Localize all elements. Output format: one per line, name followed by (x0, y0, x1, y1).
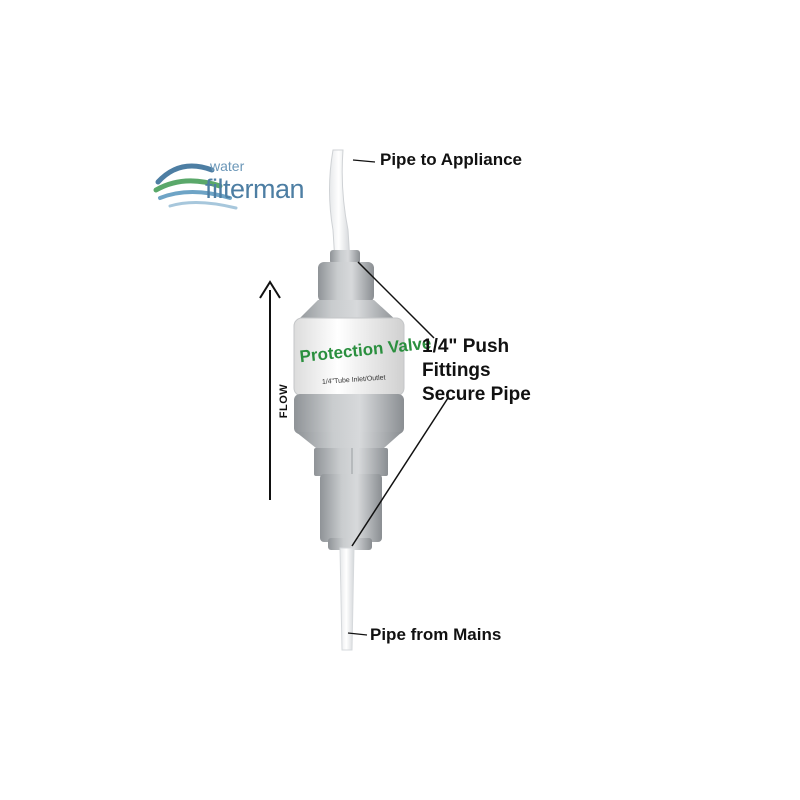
pipe-from-mains-label: Pipe from Mains (370, 625, 502, 644)
pipe-to-appliance (329, 149, 351, 263)
water-filterman-logo: water filterman (150, 148, 330, 218)
upper-collet (330, 250, 360, 264)
push-fittings-line-2: Fittings (422, 360, 491, 381)
lower-collet (328, 538, 372, 550)
leader-line-upper-fitting (357, 261, 435, 339)
push-fittings-line-3: Secure Pipe (422, 384, 531, 405)
lower-shoulder (296, 432, 402, 448)
flow-arrow-head (259, 280, 281, 299)
wave-logo-icon (153, 163, 238, 210)
lower-fitting (320, 474, 382, 542)
logo-word-filterman: filterman (205, 174, 305, 204)
push-fittings-line-1: 1/4" Push (422, 336, 510, 357)
leader-line-lower-fitting (351, 397, 449, 547)
leader-line-top (352, 159, 376, 163)
upper-shoulder (296, 300, 398, 322)
pipe-from-mains (339, 547, 355, 651)
flow-label: FLOW (278, 383, 291, 419)
pipe-to-appliance-label: Pipe to Appliance (380, 150, 523, 169)
hex-nut (314, 448, 388, 476)
upper-fitting (318, 262, 374, 302)
valve-subtitle: 1/4"Tube Inlet/Outlet (322, 375, 386, 386)
logo-word-water: water (210, 158, 245, 174)
push-fittings-label: 1/4" Push Fittings Secure Pipe (422, 335, 531, 407)
leader-line-bottom (347, 632, 368, 636)
lower-band (294, 394, 404, 434)
